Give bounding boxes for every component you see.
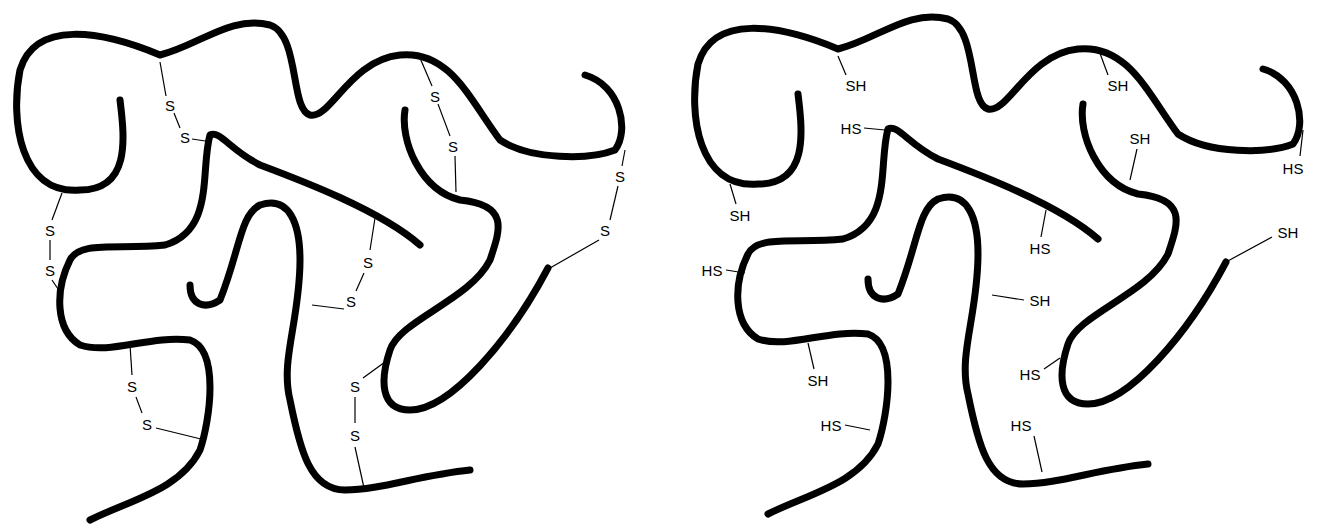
thiol-group: HS bbox=[1283, 161, 1304, 176]
sulfur-atom: S bbox=[165, 98, 175, 113]
sulfur-atom: S bbox=[180, 130, 190, 145]
thiol-group: SH bbox=[1278, 225, 1299, 240]
thiol-group: HS bbox=[1020, 367, 1041, 382]
thiol-lines bbox=[726, 48, 1303, 472]
bond-lines bbox=[50, 58, 625, 488]
thiol-group: HS bbox=[841, 121, 862, 136]
sulfur-atom: S bbox=[346, 294, 356, 309]
thiol-group: HS bbox=[702, 263, 723, 278]
thiol-group: SH bbox=[1130, 131, 1151, 146]
sulfur-atom: S bbox=[45, 223, 55, 238]
sulfur-atom: S bbox=[45, 263, 55, 278]
sulfur-atom: S bbox=[430, 89, 440, 104]
folded-chain bbox=[17, 23, 622, 520]
thiol-group: SH bbox=[1108, 78, 1129, 93]
sulfur-atom: S bbox=[615, 169, 625, 184]
thiol-group: HS bbox=[821, 418, 842, 433]
thiol-group: SH bbox=[808, 373, 829, 388]
thiol-group: HS bbox=[1030, 241, 1051, 256]
thiol-group: SH bbox=[730, 208, 751, 223]
sulfur-atom: S bbox=[350, 428, 360, 443]
sulfur-atom: S bbox=[600, 223, 610, 238]
thiol-group: HS bbox=[1011, 418, 1032, 433]
sulfur-atom: S bbox=[350, 379, 360, 394]
reduced-chain bbox=[695, 17, 1300, 514]
sulfur-atom: S bbox=[142, 417, 152, 432]
thiol-group: SH bbox=[846, 78, 867, 93]
sulfur-atom: S bbox=[363, 255, 373, 270]
thiol-group: SH bbox=[1030, 293, 1051, 308]
sulfur-atom: S bbox=[127, 379, 137, 394]
sulfur-atom: S bbox=[448, 139, 458, 154]
